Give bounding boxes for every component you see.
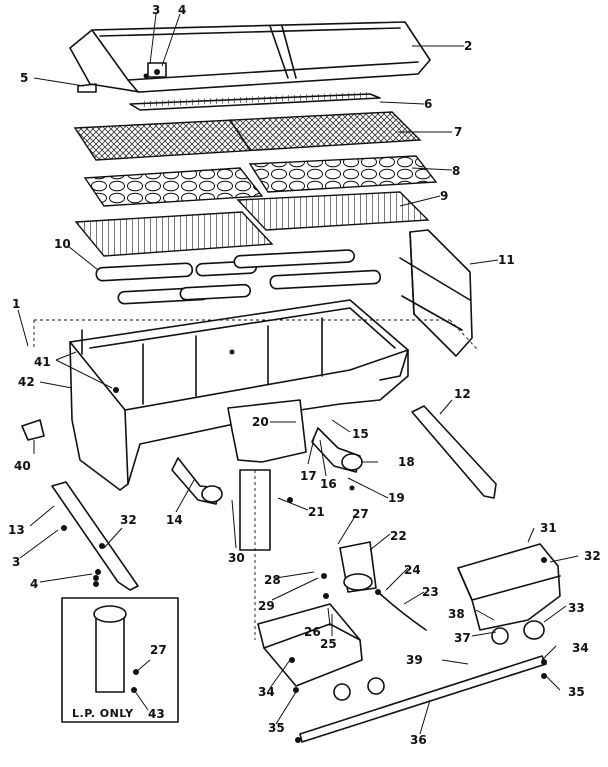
callout-22: 22 xyxy=(390,529,407,543)
callout-9: 9 xyxy=(440,189,448,203)
callout-27-inset: 27 xyxy=(150,643,167,657)
callout-31: 31 xyxy=(540,521,557,535)
lp-only-label: L.P. ONLY xyxy=(72,707,134,720)
callout-7: 7 xyxy=(454,125,462,139)
callout-25: 25 xyxy=(320,637,337,651)
callout-3: 3 xyxy=(152,3,160,17)
callout-10: 10 xyxy=(54,237,71,251)
callout-3-bracket: 3 xyxy=(12,555,20,569)
callout-28: 28 xyxy=(264,573,281,587)
callout-20: 20 xyxy=(252,415,269,429)
callout-26: 26 xyxy=(304,625,321,639)
warming-rack xyxy=(129,92,381,111)
briquette-rack xyxy=(83,155,438,207)
burner-tube-left xyxy=(171,457,223,505)
callout-34: 34 xyxy=(258,685,275,699)
callout-4-bracket: 4 xyxy=(30,577,38,591)
callout-33: 33 xyxy=(568,601,585,615)
cooking-grid xyxy=(73,111,422,161)
callout-8: 8 xyxy=(452,164,460,178)
callout-16: 16 xyxy=(320,477,337,491)
callout-35: 35 xyxy=(268,721,285,735)
callout-19: 19 xyxy=(388,491,405,505)
callout-24: 24 xyxy=(404,563,421,577)
leader-lines xyxy=(17,13,579,735)
callout-32: 32 xyxy=(120,513,137,527)
callout-labels: 3 4 2 5 6 7 8 9 10 11 1 41 42 12 40 20 1… xyxy=(8,3,601,747)
callout-29: 29 xyxy=(258,599,275,613)
igniter-wire xyxy=(375,589,427,631)
left-bracket xyxy=(51,481,139,591)
callout-17: 17 xyxy=(300,469,317,483)
hardware-fasteners xyxy=(61,485,547,743)
callout-14: 14 xyxy=(166,513,183,527)
callout-38: 38 xyxy=(448,607,465,621)
side-panel xyxy=(399,229,473,357)
callout-43: 43 xyxy=(148,707,165,721)
callout-5: 5 xyxy=(20,71,28,85)
callout-41: 41 xyxy=(34,355,51,369)
callout-2: 2 xyxy=(464,39,472,53)
right-rail xyxy=(411,405,497,499)
callout-11: 11 xyxy=(498,253,515,267)
callout-32-right: 32 xyxy=(584,549,601,563)
valve-panel-right xyxy=(457,543,561,645)
burner-assembly xyxy=(95,249,382,305)
lp-only-inset: L.P. ONLY xyxy=(61,597,179,723)
callout-37: 37 xyxy=(454,631,471,645)
callout-35-right: 35 xyxy=(568,685,585,699)
callout-42: 42 xyxy=(18,375,35,389)
venturi xyxy=(339,541,377,593)
callout-13: 13 xyxy=(8,523,25,537)
callout-1: 1 xyxy=(12,297,20,311)
callout-39: 39 xyxy=(406,653,423,667)
callout-12: 12 xyxy=(454,387,471,401)
rock-grid xyxy=(74,191,430,257)
callout-40: 40 xyxy=(14,459,31,473)
callout-21: 21 xyxy=(308,505,325,519)
callout-4: 4 xyxy=(178,3,186,17)
callout-23: 23 xyxy=(422,585,439,599)
callout-34-right: 34 xyxy=(572,641,589,655)
burner-tube-right xyxy=(311,427,363,473)
callout-6: 6 xyxy=(424,97,432,111)
lid-hood xyxy=(69,21,431,93)
callout-18: 18 xyxy=(398,455,415,469)
hinge-clip xyxy=(21,419,45,441)
callout-15: 15 xyxy=(352,427,369,441)
callout-30: 30 xyxy=(228,551,245,565)
callout-36: 36 xyxy=(410,733,427,747)
burner-support xyxy=(227,399,307,640)
callout-27: 27 xyxy=(352,507,369,521)
valve-panel-left xyxy=(257,603,385,701)
